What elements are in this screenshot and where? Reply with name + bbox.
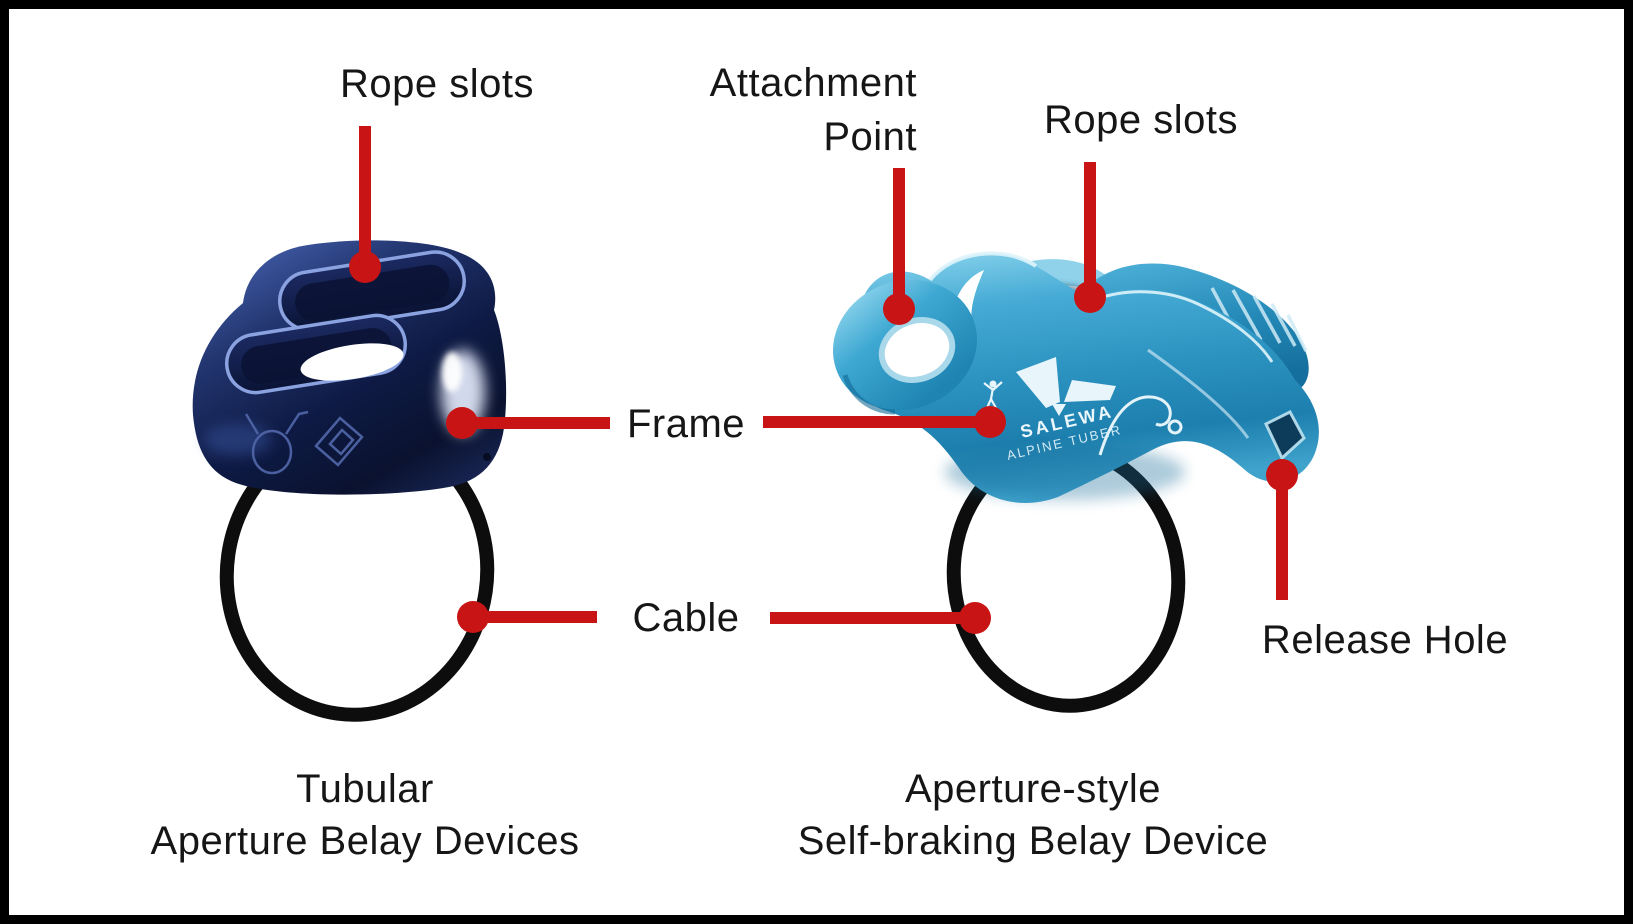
label-cable: Cable	[632, 596, 740, 640]
label-rope-slots-right: Rope slots	[1044, 98, 1238, 142]
label-attachment-point-line2: Point	[823, 115, 917, 159]
mountain-line-art	[1098, 395, 1183, 456]
climber-figure	[983, 380, 1003, 413]
cable-left-dot	[457, 601, 489, 633]
rope-slots-left-dot	[349, 251, 381, 283]
right-belay-device: SALEWA ALPINE TUBER	[832, 251, 1319, 713]
caption-right-device: Aperture-style Self-braking Belay Device	[798, 763, 1269, 867]
cable-right-connector	[770, 612, 975, 624]
caption-right-line2: Self-braking Belay Device	[797, 819, 1269, 863]
frame-right-dot	[974, 406, 1006, 438]
release-hole-dot	[1266, 459, 1298, 491]
caption-left-line2: Aperture Belay Devices	[150, 819, 580, 863]
rope-slots-right-connector	[1084, 162, 1096, 298]
label-frame: Frame	[626, 402, 746, 446]
label-release-hole: Release Hole	[1261, 618, 1509, 662]
frame-right-connector	[763, 416, 990, 428]
label-attachment-point-line1: Attachment	[709, 61, 917, 105]
right-device-highlights	[928, 251, 1274, 439]
caption-left-line1: Tubular	[296, 767, 434, 811]
left-device-engravings	[244, 410, 364, 475]
caption-right-line1: Aperture-style	[905, 767, 1161, 811]
frame-left-dot	[446, 407, 478, 439]
right-attachment-ring	[832, 279, 978, 415]
label-rope-slots-left: Rope slots	[340, 62, 534, 106]
label-attachment-point: Attachment Point	[710, 56, 917, 164]
caption-left-device: Tubular Aperture Belay Devices	[151, 763, 580, 867]
rope-slots-right-dot	[1074, 281, 1106, 313]
frame-left-connector	[462, 417, 610, 429]
rope-slots-left-connector	[359, 126, 371, 267]
attachment-point-connector	[893, 168, 905, 310]
right-release-hole	[1264, 410, 1306, 461]
cable-right-dot	[959, 602, 991, 634]
right-device-ridges	[1210, 287, 1308, 352]
cable-left-connector	[473, 611, 597, 623]
release-hole-connector	[1276, 475, 1288, 600]
left-belay-device	[192, 240, 507, 722]
attachment-point-dot	[883, 293, 915, 325]
